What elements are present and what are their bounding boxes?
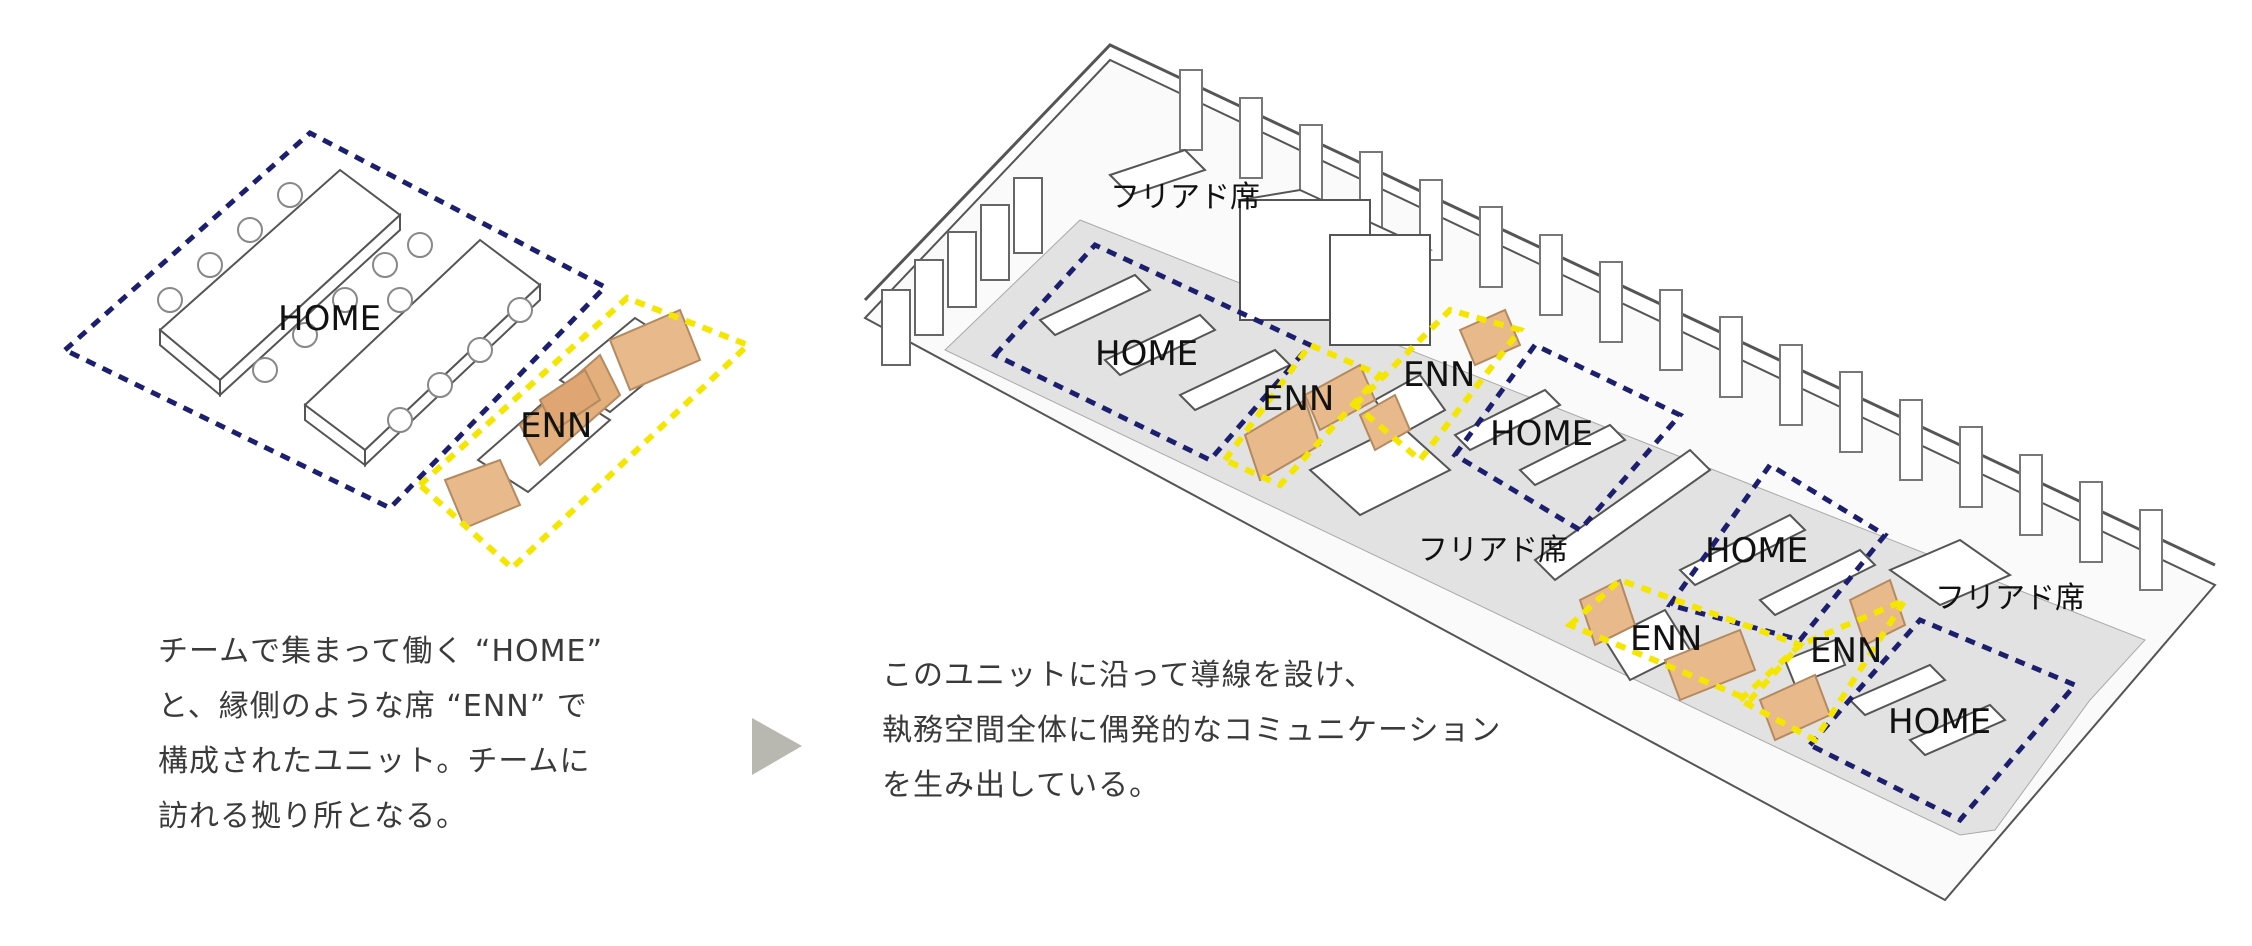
chairs: [157, 182, 533, 433]
home-desk-1: [158, 168, 402, 398]
enn-shelves: [443, 308, 702, 530]
plan-enn-boundaries: [1220, 306, 1913, 744]
plan-label-home-1: HOME: [1095, 334, 1198, 374]
plan-home-boundaries: [990, 241, 2080, 824]
enn-boundary: [415, 294, 754, 573]
left-caption-line: 構成されたユニット。チームに: [158, 744, 591, 779]
unit-diagram: HOME ENN: [60, 129, 754, 573]
plan-label-free-3: フリアド席: [1935, 581, 2085, 616]
arrow-icon: [752, 718, 802, 775]
plan-label-home-3: HOME: [1705, 531, 1808, 571]
plan-label-home-4: HOME: [1888, 702, 1991, 742]
desks: [1038, 148, 2013, 757]
right-caption-line: このユニットに沿って導線を設け、: [882, 658, 1375, 693]
plan-label-free-2: フリアド席: [1418, 533, 1568, 568]
plan-label-free-1: フリアド席: [1110, 180, 1260, 215]
left-caption: チームで集まって働く “HOME” と、縁側のような席 “ENN” で 構成され…: [158, 624, 603, 844]
right-caption-line: 執務空間全体に偶発的なコミュニケーション: [882, 713, 1502, 748]
enn-label: ENN: [520, 406, 592, 446]
plan-label-enn-1: ENN: [1262, 379, 1334, 419]
home-label: HOME: [278, 299, 381, 339]
plan-label-enn-4: ENN: [1810, 631, 1882, 671]
floor-plan: フリアド席 HOME ENN ENN HOME フリアド席 HOME フリアド席…: [863, 43, 2217, 902]
plan-shelves: [1243, 308, 1907, 742]
home-boundary: [60, 129, 610, 512]
meeting-room: [1236, 188, 1433, 346]
right-caption: このユニットに沿って導線を設け、 執務空間全体に偶発的なコミュニケーション を生…: [882, 648, 1501, 813]
plan-label-home-2: HOME: [1490, 414, 1593, 454]
plan-label-enn-2: ENN: [1403, 355, 1475, 395]
left-caption-line: と、縁側のような席 “ENN” で: [158, 689, 588, 724]
left-caption-line: チームで集まって働く “HOME”: [158, 634, 604, 669]
plan-label-enn-3: ENN: [1630, 619, 1702, 659]
lockers: [881, 177, 1043, 366]
window-mullions: [1179, 69, 2163, 591]
right-caption-line: を生み出している。: [882, 768, 1161, 803]
left-caption-line: 訪れる拠り所となる。: [158, 799, 468, 834]
